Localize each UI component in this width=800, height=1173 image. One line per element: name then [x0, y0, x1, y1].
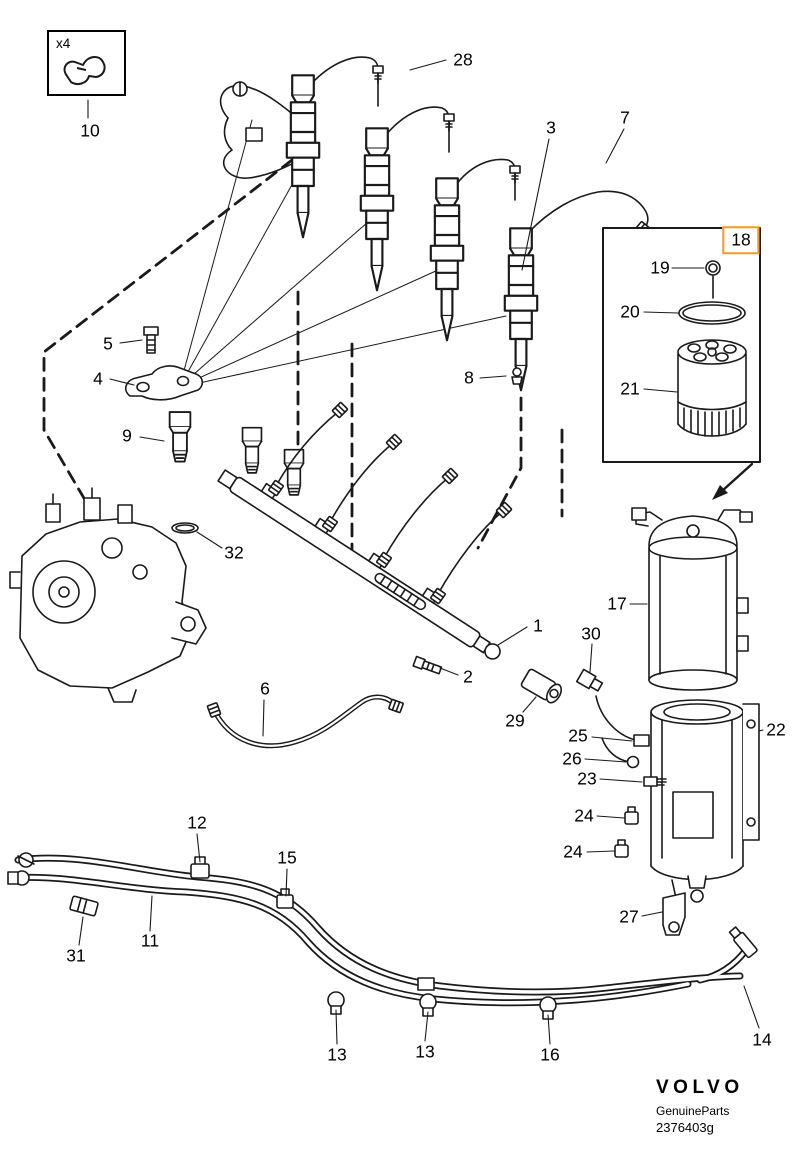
bolt-part-5 [143, 326, 159, 354]
fuel-rail [217, 469, 501, 660]
callout-29: 29 [505, 710, 525, 731]
callout-16: 16 [540, 1044, 560, 1065]
filter-detail-box [602, 227, 761, 463]
banjo-bolt-part-2 [412, 655, 443, 675]
filter-bowl-assembly [595, 695, 760, 903]
fuel-filter-housing [631, 507, 753, 691]
detail-arrow [712, 462, 754, 500]
injector-1 [285, 74, 321, 239]
clip-part-24a [624, 806, 639, 825]
callout-23: 23 [577, 768, 597, 789]
fuel-supply-lines [310, 56, 521, 201]
callout-30: 30 [581, 623, 601, 644]
fitting-part-30 [575, 668, 604, 692]
callout-25: 25 [568, 725, 588, 746]
leader-lines [78, 59, 764, 1045]
callout-24a: 24 [574, 805, 594, 826]
rail-sensor-b [283, 448, 305, 496]
callout-18: 18 [722, 226, 760, 254]
callout-13a: 13 [327, 1044, 347, 1065]
fitting-part-14 [728, 926, 758, 958]
oring-part-32 [171, 522, 199, 534]
fan-lines [181, 119, 507, 386]
callout-1: 1 [533, 615, 543, 636]
clip-part-24b [614, 839, 629, 858]
callout-5: 5 [103, 333, 113, 354]
fuel-hose-assembly [7, 852, 758, 1020]
callout-24b: 24 [563, 841, 583, 862]
fitting-part-31 [69, 895, 99, 917]
callout-2: 2 [463, 666, 473, 687]
high-pressure-pump [9, 487, 207, 703]
bracket-part-4 [124, 365, 204, 401]
return-pipe-part-7 [528, 190, 652, 238]
callout-4: 4 [93, 368, 103, 389]
filter-cartridge-part-21 [677, 339, 747, 437]
callout-19: 19 [650, 257, 670, 278]
callout-11: 11 [140, 930, 160, 951]
callout-6: 6 [260, 678, 270, 699]
callout-27: 27 [619, 906, 639, 927]
return-hose-part-6 [206, 697, 405, 746]
callout-8: 8 [464, 367, 474, 388]
callout-26: 26 [562, 748, 582, 769]
quantity-label: x4 [56, 36, 71, 51]
valve-part-29 [520, 668, 563, 704]
sensor-part-9 [168, 411, 192, 463]
rail-sensor-a [241, 426, 263, 474]
oring-part-20 [678, 301, 746, 325]
hose-connector [417, 977, 435, 991]
brand-block: VOLVO GenuineParts 2376403g [656, 1077, 744, 1136]
callout-3: 3 [546, 117, 556, 138]
hose-end-fittings-left [7, 852, 35, 886]
document-number: 2376403g [656, 1120, 714, 1136]
volvo-logo: VOLVO [656, 1077, 744, 1098]
callout-14: 14 [752, 1029, 772, 1050]
callout-9: 9 [122, 425, 132, 446]
fitting-part-26 [626, 755, 640, 769]
brand-genuine-parts: GenuineParts [656, 1103, 730, 1118]
injector-4 [503, 227, 539, 392]
injector-2 [359, 127, 395, 292]
bolt-part-23 [643, 776, 667, 787]
callout-28: 28 [453, 49, 473, 70]
callout-15: 15 [277, 847, 297, 868]
callout-31: 31 [66, 945, 86, 966]
rail-pipes [267, 401, 513, 605]
clamp-part-15 [276, 888, 294, 909]
grommet-part-19 [705, 260, 721, 299]
fitting-part-25 [633, 734, 650, 747]
callout-12: 12 [187, 812, 207, 833]
injector-3 [429, 177, 465, 342]
bracket-part-27 [662, 879, 686, 936]
clip-part-icon [63, 56, 106, 85]
callout-10: 10 [80, 120, 100, 141]
callout-22: 22 [766, 719, 786, 740]
callout-21: 21 [620, 378, 640, 399]
quantity-box: x4 [47, 30, 126, 96]
callout-32: 32 [224, 542, 244, 563]
callout-7: 7 [620, 107, 630, 128]
callout-20: 20 [620, 301, 640, 322]
grommet-part-8 [511, 367, 523, 385]
callout-17: 17 [607, 593, 627, 614]
callout-13b: 13 [415, 1041, 435, 1062]
